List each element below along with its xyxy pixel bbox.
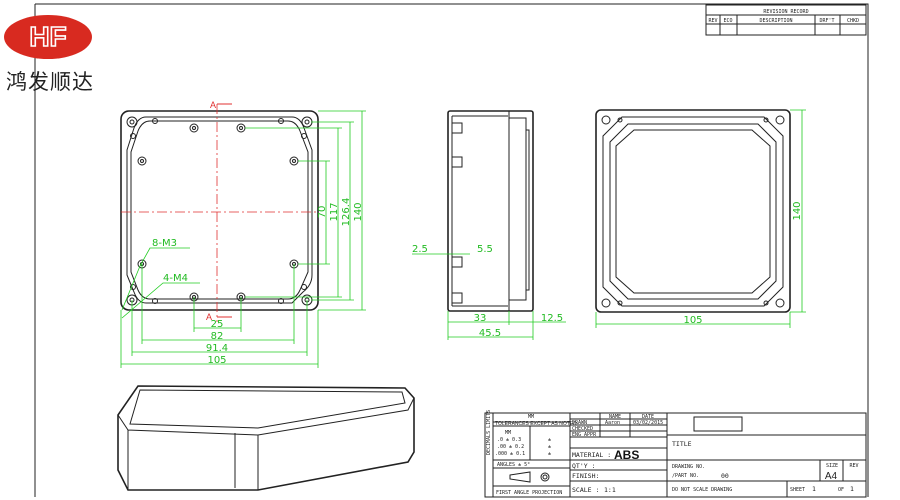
tol-row: .000 ± 0.1 (495, 451, 525, 457)
draft-col: DRF'T (819, 18, 834, 24)
title-label: TITLE (672, 440, 692, 448)
section-mark-top: A (210, 100, 216, 110)
name-header: NAME (609, 414, 621, 420)
tol-row: .00 ± 0.2 (497, 444, 524, 450)
front-view: A A 70 117 126.4 140 25 82 91.4 105 8-M3… (120, 100, 366, 368)
dim-91-4: 91.4 (206, 343, 228, 354)
checked-label: CHECKED (572, 426, 593, 432)
isometric-view (117, 385, 415, 491)
of-label: OF (838, 487, 844, 493)
dim-5-5: 5.5 (477, 244, 493, 255)
side-view: 2.5 5.5 33 12.5 45.5 (412, 110, 566, 340)
projection-label: FIRST ANGLE PROJECTION (496, 490, 562, 496)
sheet-label: SHEET (790, 487, 805, 493)
dim-140: 140 (353, 202, 364, 221)
decimals-limits-label: DECIMALS LIMITS (486, 410, 492, 455)
first-angle-projection-icon (509, 471, 550, 483)
revision-title: REVISION RECORD (763, 9, 808, 15)
drawn-name: Aaron (605, 420, 620, 426)
material-label: MATERIAL : (572, 451, 611, 459)
size-value: A4 (825, 471, 838, 482)
qty-label: QT'Y : (572, 462, 595, 470)
dim-25: 25 (211, 319, 224, 330)
date-header: DATE (642, 414, 654, 420)
angles-label: ANGLES ± 5° (497, 462, 530, 468)
drawn-label: DRAWN (572, 420, 587, 426)
part-no-label: /PART NO. (672, 473, 699, 479)
size-label: SIZE (826, 463, 838, 469)
back-view: 140 105 (595, 109, 806, 328)
tol-row: ± (548, 437, 551, 443)
units-label: MM (528, 414, 534, 420)
tol-row: MM (505, 430, 511, 436)
of-value: 1 (850, 485, 854, 493)
rev-label: REV (849, 463, 858, 469)
dim-105-back: 105 (683, 315, 702, 326)
dim-105: 105 (207, 355, 226, 366)
dim-117: 117 (329, 202, 340, 221)
finish-label: FINISH: (572, 472, 599, 480)
callout-8-m3: 8-M3 (152, 238, 177, 249)
section-mark-bottom: A (206, 312, 212, 322)
description-col: DESCRIPTION (759, 18, 792, 24)
revision-record: REVISION RECORD REV ECO DESCRIPTION DRF'… (705, 4, 867, 36)
callout-4-m4: 4-M4 (163, 273, 188, 284)
logo-mark: HF (29, 21, 66, 52)
drawing-no-label: DRAWING NO. (672, 464, 705, 470)
tol-row: .0 ± 0.3 (497, 437, 521, 443)
dim-140-back: 140 (792, 201, 803, 220)
tolerance-header: TOLERANCES EXCEPT AS NOTED (495, 421, 577, 427)
dim-2-5: 2.5 (412, 244, 428, 255)
scale-label: SCALE : (572, 486, 599, 494)
eco-col: ECO (723, 18, 732, 24)
part-no-value: 00 (721, 472, 729, 480)
company-name: 鸿发顺达 (6, 70, 94, 94)
scale-value: 1:1 (604, 486, 616, 494)
dim-12-5: 12.5 (541, 313, 563, 324)
sheet-value: 1 (812, 485, 816, 493)
checked-col: CHKD (847, 18, 859, 24)
eng-appr-label: ENG APPR (572, 432, 597, 438)
title-block: DECIMALS LIMITS MM TOLERANCES EXCEPT AS … (484, 410, 867, 498)
dim-33: 33 (474, 313, 487, 324)
dim-126-4: 126.4 (341, 198, 352, 227)
drawn-date: 03/02/2015 (633, 420, 663, 426)
dim-82: 82 (211, 331, 224, 342)
material-value: ABS (614, 448, 639, 462)
dim-45-5: 45.5 (479, 328, 501, 339)
company-logo: HF (4, 15, 92, 59)
tol-row: ± (548, 451, 551, 457)
dim-70: 70 (317, 206, 328, 219)
rev-col: REV (708, 18, 717, 24)
do-not-scale-label: DO NOT SCALE DRAWING (672, 487, 732, 493)
tol-row: ± (548, 444, 551, 450)
drawing-frame (34, 3, 869, 497)
